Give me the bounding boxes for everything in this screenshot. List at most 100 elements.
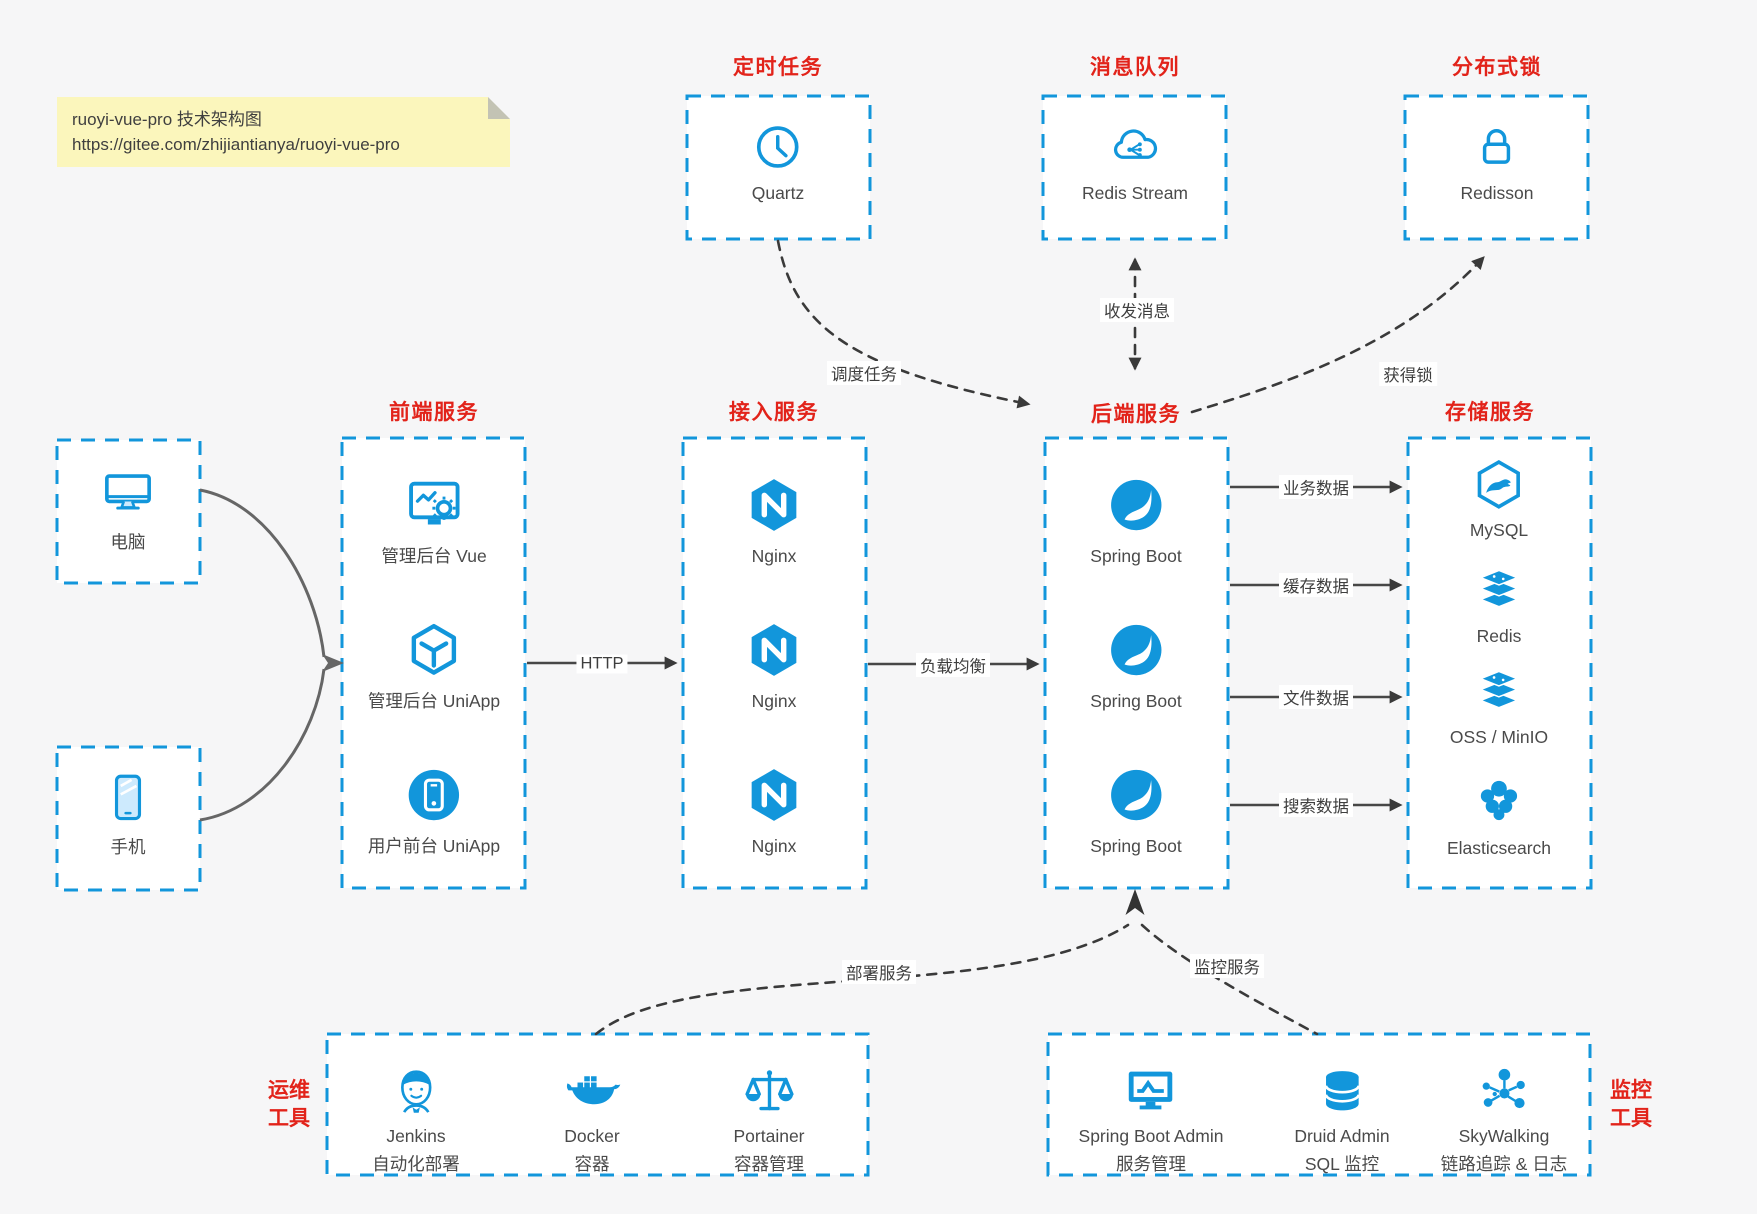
uniapp-cube-icon bbox=[411, 623, 457, 675]
cloud-mq-icon bbox=[1113, 129, 1158, 159]
node-label: Spring Boot bbox=[1090, 836, 1182, 856]
sticky-note: ruoyi-vue-pro 技术架构图 https://gitee.com/zh… bbox=[57, 97, 510, 167]
box-mq bbox=[1041, 94, 1228, 241]
edge-label-schedule-job: 调度任务 bbox=[827, 361, 901, 385]
edge-tools-arrowhead bbox=[1125, 889, 1145, 915]
node-redis-stream: Redis Stream bbox=[1082, 121, 1188, 205]
edge-label-acquire-lock: 获得锁 bbox=[1379, 362, 1437, 386]
node-user-uniapp: 用户前台 UniApp bbox=[368, 764, 500, 858]
box-lock bbox=[1403, 94, 1590, 241]
node-skywalking: SkyWalking 链路追踪 & 日志 bbox=[1441, 1062, 1567, 1176]
edge-label-deploy-service: 部署服务 bbox=[842, 960, 916, 984]
mysql-icon bbox=[1477, 459, 1521, 509]
node-redisson: Redisson bbox=[1460, 121, 1534, 205]
node-sublabel: 自动化部署 bbox=[372, 1154, 460, 1174]
node-label: Nginx bbox=[751, 546, 797, 566]
clock-icon bbox=[757, 126, 799, 168]
node-label: Redisson bbox=[1460, 183, 1534, 203]
node-admin-vue: 管理后台 Vue bbox=[381, 474, 487, 568]
smartphone-icon bbox=[114, 774, 142, 821]
redis-icon bbox=[1478, 569, 1520, 608]
node-admin-uniapp: 管理后台 UniApp bbox=[368, 619, 500, 713]
nginx-icon bbox=[751, 624, 797, 676]
druid-database-icon bbox=[1324, 1071, 1360, 1111]
node-label: Spring Boot bbox=[1090, 691, 1182, 711]
edge-schedule-job bbox=[776, 239, 1031, 409]
node-nginx-2: Nginx bbox=[743, 619, 805, 713]
spring-boot-icon bbox=[1110, 624, 1162, 676]
title-gateway: 接入服务 bbox=[729, 401, 819, 424]
note-fold-corner bbox=[488, 97, 510, 119]
node-label: Nginx bbox=[751, 691, 797, 711]
node-label: Docker bbox=[564, 1126, 620, 1146]
title-mq: 消息队列 bbox=[1090, 56, 1180, 79]
title-backend: 后端服务 bbox=[1091, 403, 1181, 426]
edge-label-load-balance: 负载均衡 bbox=[916, 653, 990, 677]
edge-label-file-data: 文件数据 bbox=[1279, 685, 1353, 709]
title-monitor-tools: 监控 工具 bbox=[1610, 1077, 1652, 1133]
node-label: 管理后台 Vue bbox=[381, 546, 487, 566]
edge-label-http: HTTP bbox=[576, 654, 628, 674]
node-spring-boot-2: Spring Boot bbox=[1090, 619, 1182, 713]
node-label: OSS / MinIO bbox=[1449, 727, 1549, 747]
edge-computer-frontend bbox=[199, 488, 326, 658]
title-frontend: 前端服务 bbox=[389, 401, 479, 424]
title-storage: 存储服务 bbox=[1445, 401, 1535, 424]
oss-minio-icon bbox=[1478, 670, 1520, 709]
node-label: Redis Stream bbox=[1081, 183, 1189, 203]
edge-label-search-data: 搜索数据 bbox=[1279, 793, 1353, 817]
edge-acquire-lock bbox=[1190, 256, 1485, 414]
spring-boot-admin-icon bbox=[1129, 1071, 1173, 1110]
spring-boot-icon bbox=[1110, 769, 1162, 821]
lock-icon bbox=[1483, 129, 1511, 164]
node-label: 手机 bbox=[110, 837, 146, 857]
node-mysql: MySQL bbox=[1470, 456, 1528, 542]
title-ops-line1: 运维 bbox=[268, 1079, 310, 1102]
node-label: Spring Boot bbox=[1090, 546, 1182, 566]
edge-label-business-data: 业务数据 bbox=[1279, 475, 1353, 499]
node-sublabel: 服务管理 bbox=[1115, 1154, 1186, 1174]
node-docker: Docker 容器 bbox=[563, 1062, 621, 1176]
computer-icon bbox=[105, 474, 151, 510]
node-oss-minio: OSS / MinIO bbox=[1450, 663, 1548, 749]
edge-monitor-service bbox=[1140, 923, 1319, 1036]
node-spring-boot-3: Spring Boot bbox=[1090, 764, 1182, 858]
node-label: MySQL bbox=[1469, 520, 1529, 540]
title-scheduler: 定时任务 bbox=[733, 56, 823, 79]
edge-label-cache-data: 缓存数据 bbox=[1279, 573, 1353, 597]
edge-clients-arrowhead bbox=[322, 654, 344, 672]
box-monitor-tools bbox=[1046, 1032, 1592, 1177]
node-spring-boot-admin: Spring Boot Admin 服务管理 bbox=[1078, 1062, 1224, 1176]
node-redis: Redis bbox=[1470, 562, 1528, 648]
title-ops-line2: 工具 bbox=[268, 1107, 310, 1130]
skywalking-icon bbox=[1482, 1068, 1526, 1109]
node-spring-boot-1: Spring Boot bbox=[1090, 474, 1182, 568]
node-sublabel: 链路追踪 & 日志 bbox=[1440, 1154, 1568, 1174]
elasticsearch-icon bbox=[1480, 780, 1518, 821]
node-quartz: Quartz bbox=[752, 121, 804, 205]
node-label: 管理后台 UniApp bbox=[367, 691, 501, 711]
edge-label-send-receive-message: 收发消息 bbox=[1100, 298, 1174, 322]
node-nginx-3: Nginx bbox=[743, 764, 805, 858]
node-sublabel: SQL 监控 bbox=[1304, 1154, 1380, 1174]
node-label: Jenkins bbox=[386, 1126, 446, 1146]
node-elasticsearch: Elasticsearch bbox=[1447, 770, 1551, 860]
title-ops-tools: 运维 工具 bbox=[268, 1077, 310, 1133]
node-label: Spring Boot Admin bbox=[1078, 1126, 1224, 1146]
jenkins-icon bbox=[400, 1070, 432, 1113]
node-phone: 手机 bbox=[99, 769, 157, 859]
docker-icon bbox=[566, 1076, 621, 1105]
node-sublabel: 容器管理 bbox=[733, 1154, 804, 1174]
node-nginx-1: Nginx bbox=[743, 474, 805, 568]
node-label: 用户前台 UniApp bbox=[367, 836, 501, 856]
title-monitor-line2: 工具 bbox=[1610, 1107, 1652, 1130]
edge-label-monitor-service: 监控服务 bbox=[1190, 954, 1264, 978]
node-computer: 电脑 bbox=[99, 464, 157, 554]
edge-phone-frontend bbox=[199, 668, 326, 822]
screen-gear-icon bbox=[408, 481, 460, 525]
note-title: ruoyi-vue-pro 技术架构图 bbox=[72, 110, 262, 129]
nginx-icon bbox=[751, 479, 797, 531]
node-label: SkyWalking bbox=[1458, 1126, 1550, 1146]
phone-circle-icon bbox=[408, 769, 460, 821]
